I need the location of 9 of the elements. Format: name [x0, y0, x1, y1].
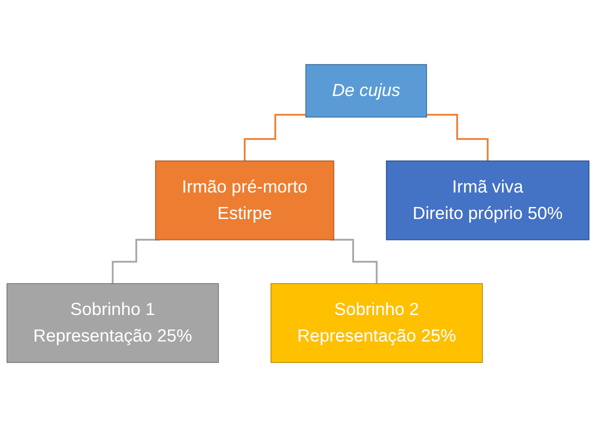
node-box: De cujus	[305, 64, 428, 118]
node-box: Sobrinho 1 Representação 25%	[6, 283, 219, 363]
connector	[426, 114, 489, 162]
connector	[330, 238, 378, 284]
node-box: Sobrinho 2 Representação 25%	[270, 283, 483, 363]
node-box: Irmão pré-morto Estirpe	[155, 160, 334, 240]
node-box: Irmã viva Direito próprio 50%	[386, 160, 590, 240]
connector	[244, 114, 306, 162]
connector	[112, 238, 160, 284]
